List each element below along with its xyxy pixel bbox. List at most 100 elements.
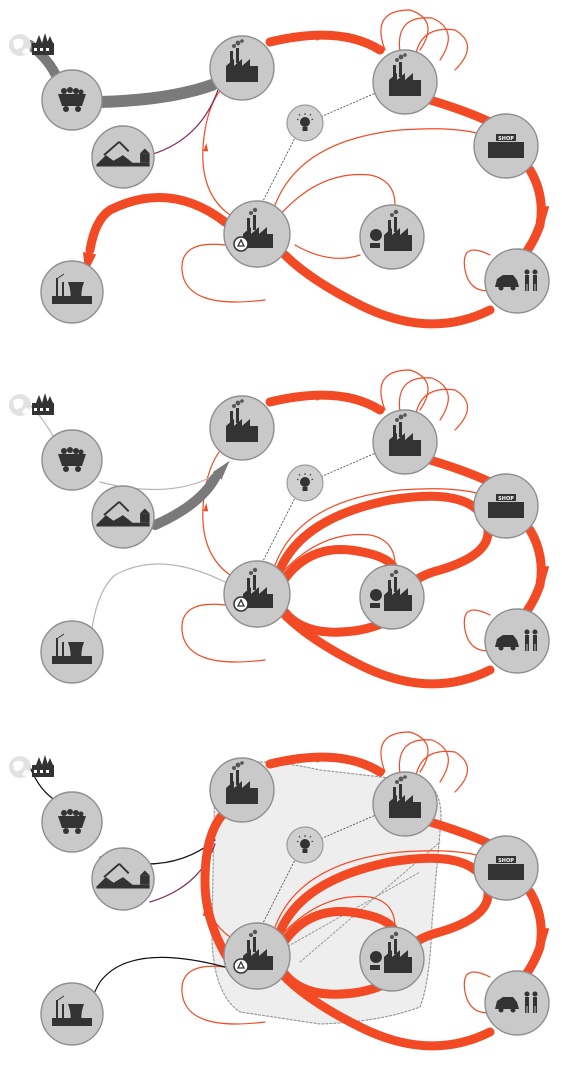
node-recycling: [223, 922, 291, 990]
node-consumer: [484, 248, 550, 314]
main-loop-shop-to-consumer: [515, 525, 546, 625]
node-power-plant: [372, 49, 438, 115]
light-flow-recycle-to-landfill: [91, 563, 226, 629]
earth-source: [9, 755, 54, 778]
dotted-idea-to-plant: [317, 813, 379, 841]
thin-flow-recycle-to-shop: [274, 850, 496, 928]
small-loop-recycle: [181, 603, 266, 663]
red-inner-loop-inner: [270, 545, 400, 600]
node-landfill: [40, 260, 104, 324]
main-loop-arrowhead: [346, 1022, 362, 1031]
node-idea: [286, 104, 324, 142]
main-loop-top: [265, 30, 385, 55]
node-raw-materials: [41, 791, 103, 853]
node-recycling: [223, 560, 291, 628]
thin-arrowhead: [203, 503, 209, 512]
main-loop-top: [265, 752, 385, 777]
node-idea: [286, 826, 324, 864]
small-loop: [380, 9, 429, 51]
main-loop-arrowhead: [315, 392, 331, 401]
small-loop: [380, 369, 429, 411]
panel-partial-loop: SHOP: [9, 369, 550, 689]
node-raw-materials: [41, 429, 103, 491]
main-loop-arrowhead: [346, 660, 362, 669]
node-factory: [209, 35, 275, 101]
node-recycling: [223, 200, 291, 268]
thin-flow-recycle-to-repair-low: [294, 244, 361, 259]
node-idea: [286, 464, 324, 502]
small-loop: [380, 731, 429, 773]
node-shop: SHOP: [473, 835, 539, 901]
main-loop-arrowhead: [540, 566, 550, 581]
thin-flow-recycle-to-repair: [279, 533, 396, 576]
main-loop-shop-to-consumer: [515, 887, 546, 987]
node-factory: [209, 757, 275, 823]
red-flow-recycle-to-landfill: [85, 193, 230, 255]
shop-sign: SHOP: [498, 496, 514, 502]
dotted-idea-to-plant: [317, 91, 379, 119]
node-consumer: [484, 608, 550, 674]
shop-sign-label: SHOP: [498, 858, 514, 864]
grey-flow-raw-to-factory: [94, 79, 218, 108]
node-refurbish: [359, 204, 425, 270]
thin-flow-recycle-to-repair: [279, 173, 396, 216]
node-power-plant: [372, 771, 438, 837]
dotted-idea-to-recycle: [261, 127, 301, 204]
small-loop: [414, 28, 469, 71]
main-loop-arrowhead: [540, 206, 550, 221]
main-loop-arrowhead: [346, 300, 362, 309]
small-loop: [414, 750, 469, 793]
main-loop-shop-to-consumer: [515, 165, 546, 265]
small-loop-recycle: [181, 243, 266, 303]
light-flow-raw-to-factory: [99, 474, 216, 491]
main-loop-arrowhead: [315, 754, 331, 763]
main-loop-arrowhead: [540, 928, 550, 943]
shop-sign-label: SHOP: [498, 136, 514, 142]
grey-flow-arrowhead: [212, 460, 230, 480]
node-mining: [91, 847, 155, 911]
thin-flow-recycle-to-repair: [279, 895, 396, 938]
red-loop-left-side: [200, 807, 235, 967]
cluster-diagonal-line: [259, 871, 421, 963]
small-loop-consumer: [463, 609, 496, 652]
node-refurbish: [359, 564, 425, 630]
purple-flow-mine-to-factory: [149, 89, 219, 156]
dotted-idea-to-recycle: [261, 849, 301, 926]
node-refurbish: [359, 926, 425, 992]
dotted-idea-to-recycle: [261, 487, 301, 564]
node-mining: [91, 485, 155, 549]
node-mining: [91, 125, 155, 189]
small-loop-consumer: [463, 971, 496, 1014]
small-loop-consumer: [463, 249, 496, 292]
globe-with-trees-icon: [9, 393, 54, 416]
panel-linear-flow: SHOP: [9, 9, 550, 329]
small-loop: [398, 739, 449, 783]
red-inner-loop-inner: [270, 907, 400, 962]
node-landfill: [40, 982, 104, 1046]
thin-arrowhead: [203, 143, 209, 152]
thin-flow-recycle-to-shop: [274, 488, 496, 566]
small-loop: [414, 388, 469, 431]
panel-closed-loop: SHOP: [9, 731, 550, 1051]
main-loop-top: [265, 390, 385, 415]
thin-flow-recycle-to-shop: [274, 128, 496, 206]
node-factory: [209, 395, 275, 461]
main-loop-arrowhead: [315, 32, 331, 41]
thin-flow-recycle-to-factory: [202, 84, 231, 216]
node-shop: SHOP: [473, 113, 539, 179]
node-consumer: [484, 970, 550, 1036]
node-power-plant: [372, 409, 438, 475]
node-landfill: [40, 620, 104, 684]
earth-source: [9, 393, 54, 416]
dotted-idea-to-plant: [317, 451, 379, 479]
small-loop: [398, 377, 449, 421]
node-raw-materials: [41, 69, 103, 131]
globe-with-trees-icon: [9, 755, 54, 778]
red-flow-arrowhead: [202, 901, 212, 916]
small-loop-recycle: [181, 965, 266, 1025]
small-loop: [398, 17, 449, 61]
shop-sign-label: SHOP: [498, 496, 514, 502]
grey-flow-mine-to-factory: [150, 473, 220, 530]
